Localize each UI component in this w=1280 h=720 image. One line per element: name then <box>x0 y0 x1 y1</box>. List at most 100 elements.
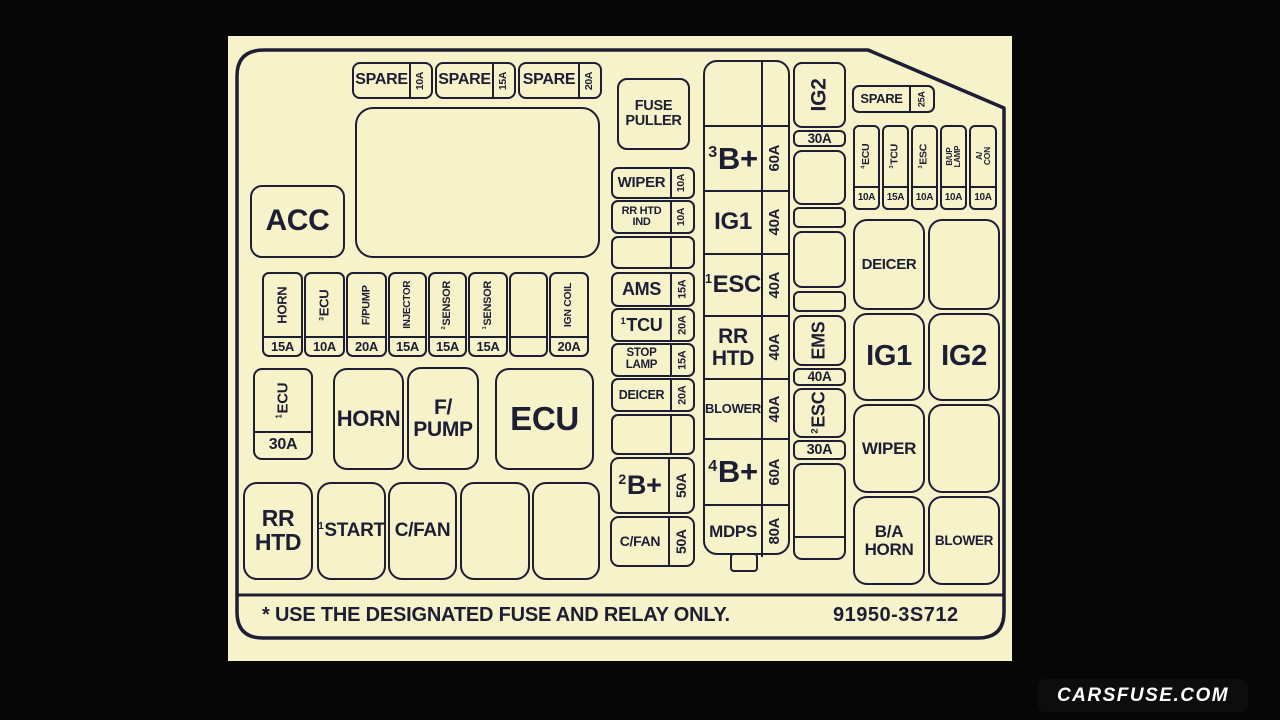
fusible-rr-htd-40a-amp: 40A <box>761 317 788 378</box>
box-blank-r4 <box>793 291 846 312</box>
watermark-label: CARSFUSE.COM <box>1056 684 1230 706</box>
fuse-spare-25a-amp: 25A <box>909 87 933 111</box>
fuse-injector-15a-amp: 15A <box>390 336 425 355</box>
relay-ig1: IG1 <box>853 313 925 401</box>
fusible-c-fan-50a-amp: 50A <box>668 518 693 565</box>
box-blank-r5 <box>793 463 846 560</box>
fuse-sensor2-15a-amp: 15A <box>430 336 465 355</box>
fusible-mdps-80a-amp: 80A <box>761 506 788 557</box>
relay-ig2: IG2 <box>928 313 1000 401</box>
relay-blank-g1 <box>928 219 1000 310</box>
fusible-b-plus-2-50a: 2B+50A <box>610 457 695 514</box>
fuse-stop-lamp-15a-amp: 15A <box>670 345 693 375</box>
fusible-b-plus-3-60a: 3B+60A <box>705 125 789 190</box>
fusible-ig1-40a-amp: 40A <box>761 192 788 253</box>
fuse-sensor1-15a-amp: 15A <box>470 336 506 355</box>
fuse-horn-15a-amp: 15A <box>264 336 301 355</box>
relay-blank-g2 <box>928 404 1000 493</box>
relay-c-fan: C/FAN <box>388 482 457 580</box>
relay-blank-large <box>355 107 600 258</box>
relay-blower: BLOWER <box>928 496 1000 585</box>
fusible-esc1-40a-amp: 40A <box>761 255 788 315</box>
relay-blank-b1 <box>460 482 530 580</box>
fuse-spare-15a-amp: 15A <box>492 64 514 97</box>
fuse-blank-m2 <box>611 414 695 455</box>
fuse-ecu3-10a-amp: 10A <box>306 336 343 355</box>
fusible-b-plus-2-50a-amp: 50A <box>668 459 693 512</box>
fuse-ems-40a-label: EMS <box>793 315 846 366</box>
fuse-esc2-30a-label: 2ESC <box>793 388 846 438</box>
relay-blank-b2 <box>532 482 600 580</box>
fuse-spare-20a-amp: 20A <box>578 64 600 97</box>
fuse-spare-10a-amp: 10A <box>409 64 431 97</box>
box-blank-r3 <box>793 231 846 288</box>
cell-blank-top-amp <box>761 62 788 125</box>
fuse-f-pump-20a-amp: 20A <box>348 336 385 355</box>
fuse-esc3-10a-amp: 10A <box>913 186 936 208</box>
fuse-ecu4-10a-amp: 10A <box>855 186 878 208</box>
fuse-blank-m2-amp <box>670 416 693 453</box>
part-number: 91950-3S712 <box>833 604 959 626</box>
cell-blank-top <box>705 62 788 125</box>
box-blank-r1 <box>793 150 846 205</box>
fuse-b-up-lamp-10a-amp: 10A <box>942 186 965 208</box>
fuse-esc2-30a-amp: 30A <box>793 440 846 460</box>
fuse-ign-coil-20a-amp: 20A <box>551 336 587 355</box>
fuse-ems-40a-amp: 40A <box>793 368 846 386</box>
relay-f-pump: F/PUMP <box>407 367 479 470</box>
fuse-blank-m1-amp <box>670 238 693 267</box>
fusible-b-plus-3-60a-amp: 60A <box>761 127 788 190</box>
fuse-rr-htd-ind-10a-amp: 10A <box>670 202 693 232</box>
fuse-wiper-10a-amp: 10A <box>670 169 693 197</box>
fuse-blank-row <box>509 272 548 357</box>
fuse-ig2-30a-label: IG2 <box>793 62 846 128</box>
fuse-blank-m1 <box>611 236 695 269</box>
relay-wiper: WIPER <box>853 404 925 493</box>
fuse-a-con-10a-amp: 10A <box>971 186 995 208</box>
box-blank-r2 <box>793 207 846 228</box>
fuse-blank-row-amp <box>511 336 546 355</box>
fusible-b-plus-4-60a-amp: 60A <box>761 440 788 504</box>
usage-note: * USE THE DESIGNATED FUSE AND RELAY ONLY… <box>262 604 730 626</box>
fuse-ig2-30a-amp: 30A <box>793 130 846 147</box>
fuse-ams-15a-amp: 15A <box>670 274 693 305</box>
box-blank-r5-amp <box>795 536 844 558</box>
relay-ecu: ECU <box>495 368 594 470</box>
relay-start: 1START <box>317 482 386 580</box>
relay-deicer: DEICER <box>853 219 925 310</box>
fuse-ecu1-30a-amp: 30A <box>255 431 311 458</box>
connector-tab <box>730 553 758 572</box>
fuse-deicer-20a-amp: 20A <box>670 380 693 410</box>
fusible-b-plus-4-60a: 4B+60A <box>705 438 789 504</box>
